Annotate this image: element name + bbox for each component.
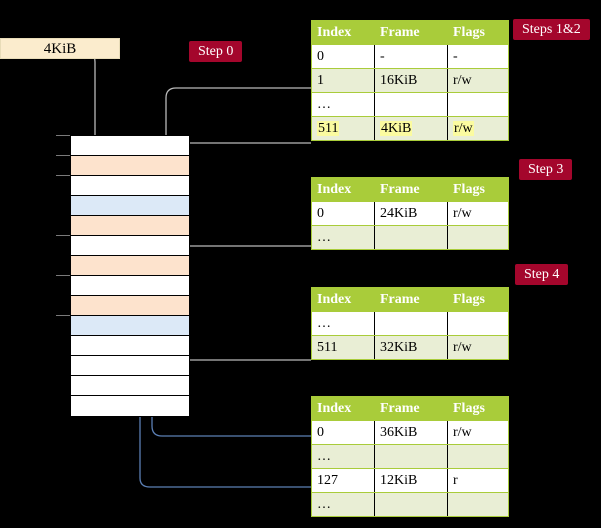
memory-frame-row (71, 196, 189, 216)
table-cell (447, 311, 509, 336)
table-row: … (311, 492, 509, 517)
memory-frame-row (71, 256, 189, 276)
table-cell: … (311, 444, 375, 469)
table-cell: 32KiB (374, 335, 448, 360)
table-header-index: Index (311, 20, 375, 45)
table-header-frame: Frame (374, 396, 448, 421)
table-cell (374, 444, 448, 469)
memory-frame-row (71, 316, 189, 336)
tick-mark (56, 315, 70, 316)
table-cell: 36KiB (374, 420, 448, 445)
table-cell: 0 (311, 44, 375, 69)
table-cell: 0 (311, 201, 375, 226)
table-header-frame: Frame (374, 20, 448, 45)
table-cell (374, 311, 448, 336)
table-cell: … (311, 225, 375, 250)
badge-step-3: Step 3 (519, 159, 573, 180)
memory-frame-row (71, 336, 189, 356)
table-cell: r/w (447, 335, 509, 360)
table-header-index: Index (311, 396, 375, 421)
table-cell: r/w (447, 201, 509, 226)
table-cell (374, 492, 448, 517)
table-header-frame: Frame (374, 177, 448, 202)
table-row: … (311, 92, 509, 117)
table-cell (374, 92, 448, 117)
table-cell: 127 (311, 468, 375, 493)
table-cell: … (311, 92, 375, 117)
memory-frame-row (71, 296, 189, 316)
table-cell (447, 92, 509, 117)
highlighted-value: 511 (317, 121, 340, 136)
tick-mark (56, 135, 70, 136)
tick-mark (56, 275, 70, 276)
table-cell: … (311, 311, 375, 336)
memory-frame-row (71, 216, 189, 236)
memory-frame-row (71, 356, 189, 376)
table-cell: 16KiB (374, 68, 448, 93)
highlighted-value: 4KiB (380, 121, 413, 136)
table-cell: 0 (311, 420, 375, 445)
table-header-frame: Frame (374, 287, 448, 312)
table-cell (447, 225, 509, 250)
tick-mark (56, 155, 70, 156)
table-header-flags: Flags (447, 287, 509, 312)
table-cell: - (447, 44, 509, 69)
badge-step-4: Step 4 (515, 264, 569, 285)
table-cell: - (374, 44, 448, 69)
physical-memory-column (70, 135, 190, 417)
table-row: 511 4KiB r/w (311, 116, 509, 141)
table-cell: 4KiB (374, 116, 448, 141)
table-cell: r/w (447, 68, 509, 93)
memory-frame-row (71, 176, 189, 196)
badge-step-0: Step 0 (189, 41, 243, 62)
table-row: … (311, 311, 509, 336)
table-cell: 1 (311, 68, 375, 93)
table-row: … (311, 225, 509, 250)
memory-frame-row (71, 236, 189, 256)
memory-frame-row (71, 376, 189, 396)
table-cell: 12KiB (374, 468, 448, 493)
table-header-flags: Flags (447, 177, 509, 202)
table-cell (447, 444, 509, 469)
memory-frame-row (71, 136, 189, 156)
table-cell: 511 (311, 116, 375, 141)
table-row: … (311, 444, 509, 469)
table-cell: r (447, 468, 509, 493)
table-cell: … (311, 492, 375, 517)
size-label-4kib: 4KiB (0, 38, 120, 59)
table-cell: 511 (311, 335, 375, 360)
table-cell: r/w (447, 420, 509, 445)
table-header-flags: Flags (447, 396, 509, 421)
highlighted-value: r/w (453, 121, 474, 136)
table-row: 0-- (311, 44, 509, 69)
memory-frame-row (71, 396, 189, 416)
table-cell (374, 225, 448, 250)
table-cell (447, 492, 509, 517)
memory-frame-row (71, 156, 189, 176)
tick-mark (56, 175, 70, 176)
tick-mark (56, 235, 70, 236)
memory-frame-row (71, 276, 189, 296)
table-header-index: Index (311, 177, 375, 202)
table-cell: 24KiB (374, 201, 448, 226)
badge-steps-1-2: Steps 1&2 (513, 19, 590, 40)
table-header-flags: Flags (447, 20, 509, 45)
table-header-index: Index (311, 287, 375, 312)
table-cell: r/w (447, 116, 509, 141)
